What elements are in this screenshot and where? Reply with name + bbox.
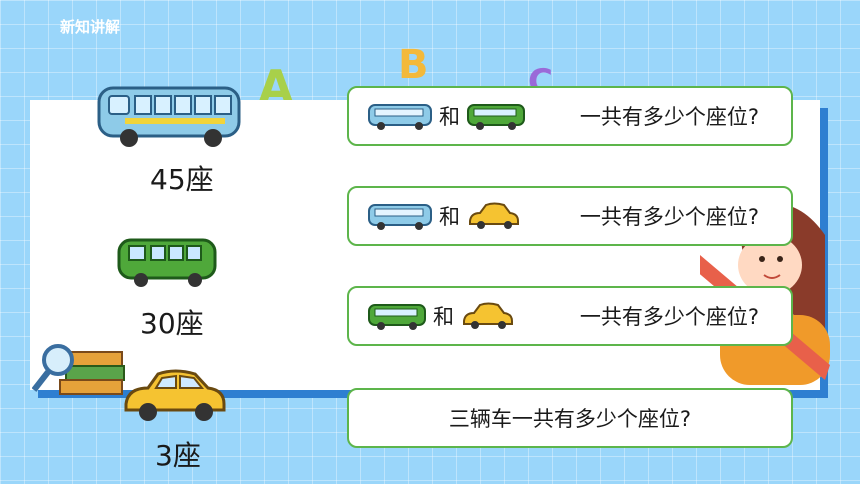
minibus-image	[117, 238, 217, 287]
question-text: 一共有多少个座位?	[579, 205, 759, 229]
and-label: 和	[439, 205, 460, 229]
small-minibus-icon	[368, 304, 426, 330]
big-bus-image	[97, 86, 241, 147]
small-car-icon	[463, 302, 513, 329]
and-label: 和	[433, 305, 454, 329]
and-label: 和	[439, 105, 460, 129]
small-bus-icon	[368, 204, 432, 230]
small-bus-icon	[368, 104, 432, 130]
question-text: 一共有多少个座位?	[579, 105, 759, 129]
question-text: 三辆车一共有多少个座位?	[448, 407, 692, 431]
question-all-three[interactable]: 三辆车一共有多少个座位?	[347, 388, 793, 448]
question-bus-and-car[interactable]: 和 一共有多少个座位?	[347, 186, 793, 246]
letter-b-decoration: B	[398, 42, 429, 88]
books-magnifier-illustration	[32, 344, 125, 395]
question-text: 一共有多少个座位?	[579, 305, 759, 329]
question-minibus-and-car[interactable]: 和 一共有多少个座位?	[347, 286, 793, 346]
car-image	[124, 369, 226, 421]
page-title: 新知讲解	[60, 18, 121, 36]
minibus-seats: 30座	[140, 307, 204, 340]
big-bus-seats: 45座	[150, 163, 214, 196]
small-minibus-icon	[467, 104, 525, 130]
small-car-icon	[469, 202, 519, 229]
question-bus-and-minibus[interactable]: 和 一共有多少个座位?	[347, 86, 793, 146]
car-seats: 3座	[155, 439, 201, 472]
